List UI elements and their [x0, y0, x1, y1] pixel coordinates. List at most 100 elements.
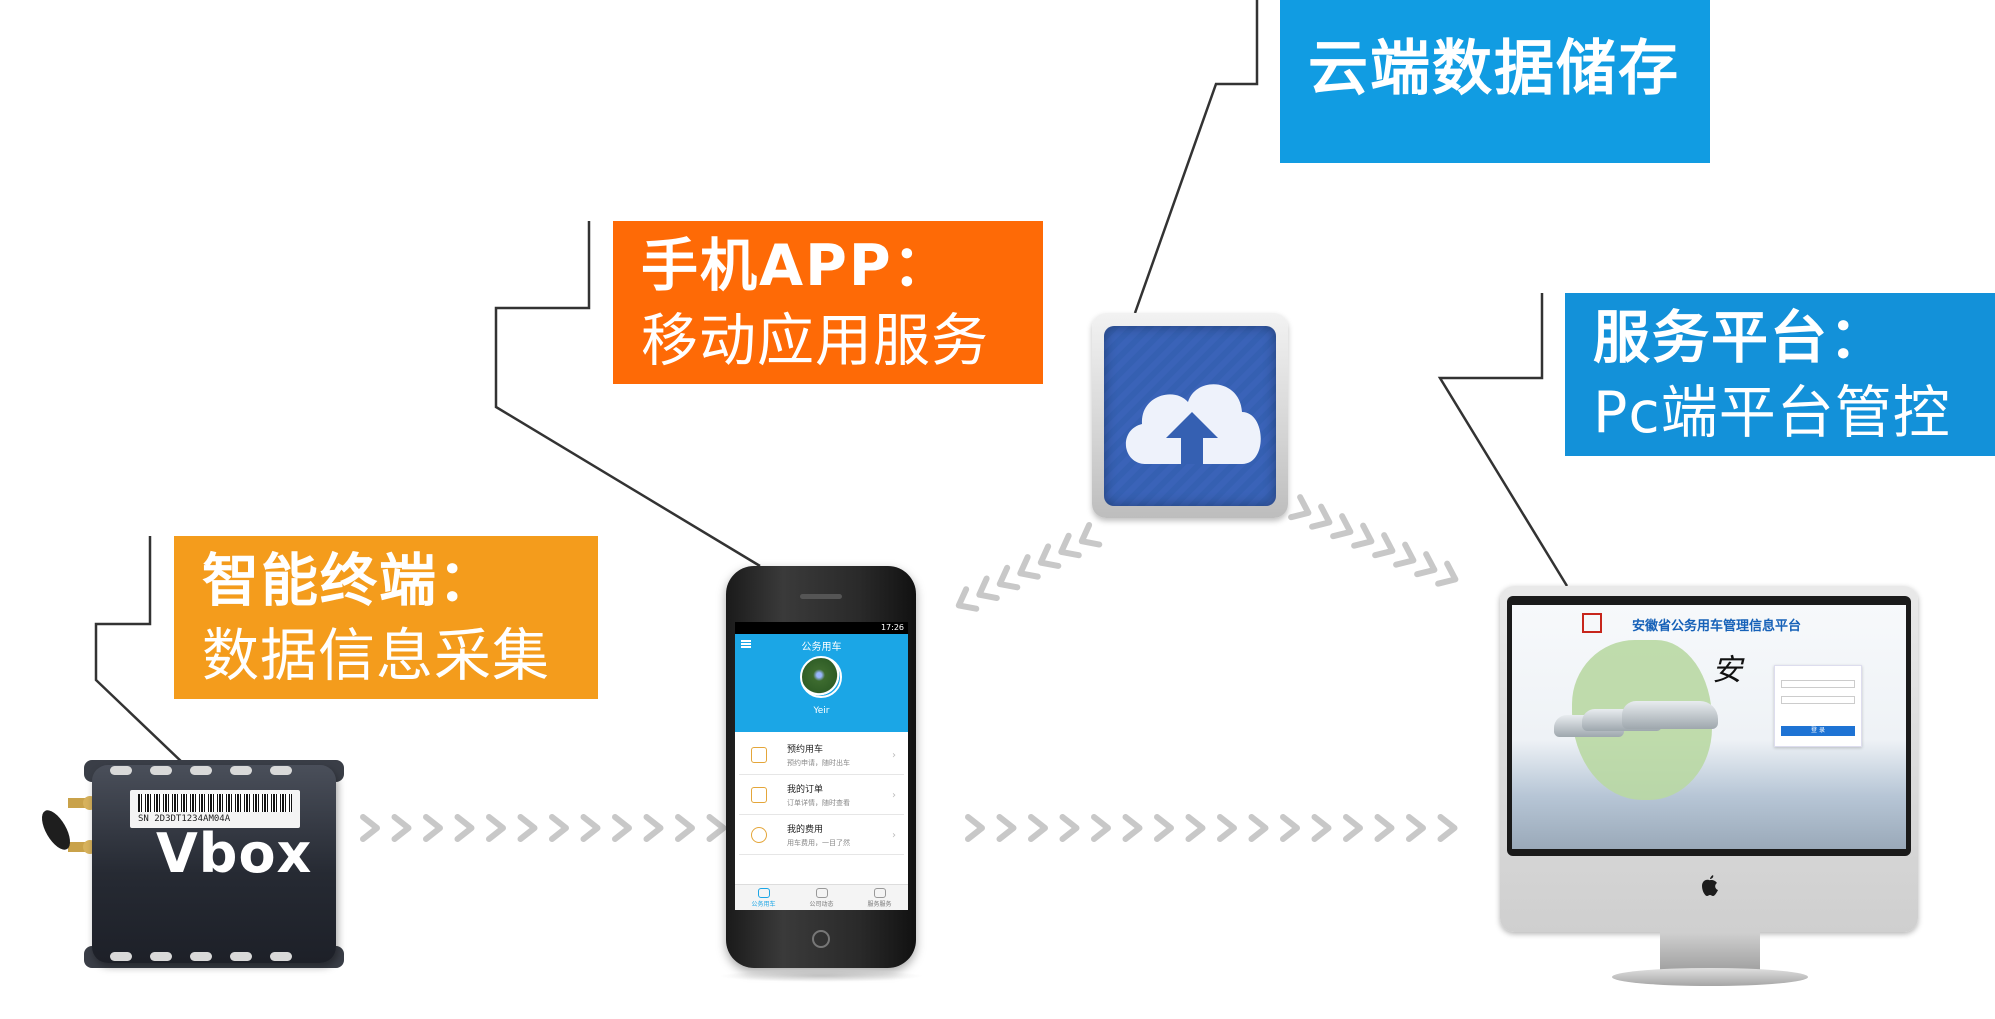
chevron-icon — [1437, 814, 1458, 842]
chevron-icon — [1372, 532, 1396, 559]
phone-status-bar: 17:26 — [735, 622, 908, 634]
connector-terminal — [94, 536, 186, 766]
list-item-title: 我的订单 — [787, 785, 824, 795]
phone-speaker — [800, 594, 842, 599]
cloud-label-box: 云端数据储存 — [1280, 0, 1710, 163]
list-item-title: 我的费用 — [787, 825, 824, 835]
monitor-base — [1612, 968, 1808, 986]
chevron-icon — [996, 814, 1017, 842]
chevron-icon — [423, 814, 443, 842]
terminal-label-box: 智能终端： 数据信息采集 — [174, 536, 598, 699]
list-item[interactable]: 我的费用 用车费用，一目了然 › — [739, 818, 904, 855]
chevron-icon — [1406, 814, 1426, 842]
chevron-icon — [955, 586, 980, 612]
chevron-icon — [486, 814, 506, 842]
list-item-desc: 用车费用，一目了然 — [787, 839, 850, 847]
chevron-icon — [360, 814, 380, 842]
chevron-icon — [1374, 814, 1395, 842]
chevron-icon — [1414, 551, 1438, 578]
chevron-icon — [996, 564, 1021, 591]
chevron-icon — [1351, 522, 1375, 549]
cost-icon — [751, 827, 767, 843]
phone-app-header: 公务用车 Yeir — [735, 634, 908, 732]
home-button[interactable] — [812, 930, 830, 948]
phone-username: Yeir — [813, 706, 830, 716]
chevron-icon — [1037, 543, 1062, 569]
tab-service[interactable]: 服务服务 — [851, 885, 908, 910]
chevron-icon — [1185, 814, 1206, 842]
chevron-icon — [1280, 814, 1300, 842]
device-serial: SN 2D3DT1234AM04A — [138, 814, 231, 824]
platform-label-box: 服务平台： Pc端平台管控 — [1565, 293, 1995, 456]
chevron-right-icon: › — [892, 830, 896, 841]
chevron-icon — [1248, 814, 1269, 842]
chevron-icon — [612, 814, 632, 842]
chevron-icon — [976, 575, 1000, 602]
tab-company-news[interactable]: 公司动态 — [793, 885, 850, 910]
connector-cloud — [1133, 0, 1259, 314]
platform-page-title: 安徽省公务用车管理信息平台 — [1632, 619, 1802, 634]
platform-label-title: 服务平台： — [1593, 305, 1888, 371]
chevron-icon — [454, 814, 475, 842]
login-panel: 登 录 — [1774, 665, 1862, 747]
app-label-box: 手机APP： 移动应用服务 — [613, 221, 1043, 384]
cloud-label-title: 云端数据储存 — [1308, 34, 1680, 104]
tab-official-car[interactable]: 公务用车 — [735, 885, 792, 910]
username-field[interactable] — [1781, 680, 1855, 688]
phone-status-time: 17:26 — [880, 623, 904, 632]
calligraphy-logo: 安 — [1712, 653, 1742, 688]
chevron-right-icon: › — [892, 790, 896, 801]
phone-screen: 17:26 公务用车 Yeir 预约用车 预约申请，随时出车 › 我的订单 订单… — [735, 622, 908, 910]
chevron-icon — [706, 814, 727, 842]
menu-icon[interactable] — [741, 640, 751, 648]
phone-tab-bar: 公务用车 公司动态 服务服务 — [735, 884, 908, 910]
chevron-icon — [965, 814, 985, 842]
chevron-icon — [1078, 522, 1103, 548]
chevron-icon — [675, 814, 695, 842]
car-booking-icon — [751, 747, 767, 763]
list-item-desc: 预约申请，随时出车 — [787, 759, 850, 767]
platform-label-subtitle: Pc端平台管控 — [1593, 380, 1951, 446]
terminal-label-subtitle: 数据信息采集 — [202, 623, 550, 689]
chevron-icon — [1435, 560, 1459, 587]
news-icon — [815, 888, 828, 898]
monitor-stand — [1660, 932, 1760, 974]
apple-logo-icon — [1702, 875, 1718, 896]
chevron-right-icon: › — [892, 750, 896, 761]
app-label-title: 手机APP： — [641, 233, 952, 299]
chevron-icon — [549, 814, 569, 842]
avatar[interactable] — [800, 656, 842, 698]
list-item-title: 预约用车 — [787, 745, 824, 755]
chevron-icon — [1343, 814, 1363, 842]
app-label-subtitle: 移动应用服务 — [641, 308, 989, 374]
chevron-icon — [391, 814, 412, 842]
car-image — [1622, 701, 1718, 729]
chevron-icon — [1059, 814, 1080, 842]
chevron-icon — [517, 814, 538, 842]
chevron-icon — [580, 814, 601, 842]
list-item[interactable]: 我的订单 订单详情，随时查看 › — [739, 778, 904, 815]
cloud-upload-icon — [1125, 384, 1261, 464]
chevron-icon — [1288, 494, 1312, 521]
chevron-icon — [1217, 814, 1237, 842]
chevron-icon — [1311, 814, 1332, 842]
list-item-desc: 订单详情，随时查看 — [787, 799, 850, 807]
order-icon — [751, 787, 767, 803]
barcode-icon — [138, 794, 292, 812]
service-icon — [873, 888, 886, 898]
connector-platform — [1437, 293, 1569, 587]
car-icon — [757, 888, 770, 898]
login-button[interactable]: 登 录 — [1781, 726, 1855, 736]
list-item[interactable]: 预约用车 预约申请，随时出车 › — [739, 738, 904, 775]
barcode-sticker: SN 2D3DT1234AM04A — [130, 790, 300, 828]
chevron-icon — [1017, 554, 1041, 580]
chevron-icon — [1309, 503, 1333, 530]
seal-logo-icon — [1582, 613, 1602, 633]
device-logo: Vbox — [156, 822, 313, 885]
chevron-icon — [1154, 814, 1174, 842]
terminal-label-title: 智能终端： — [202, 548, 497, 614]
chevron-icon — [1091, 814, 1111, 842]
chevron-icon — [1028, 814, 1048, 842]
password-field[interactable] — [1781, 696, 1855, 704]
chevron-icon — [1330, 513, 1354, 540]
